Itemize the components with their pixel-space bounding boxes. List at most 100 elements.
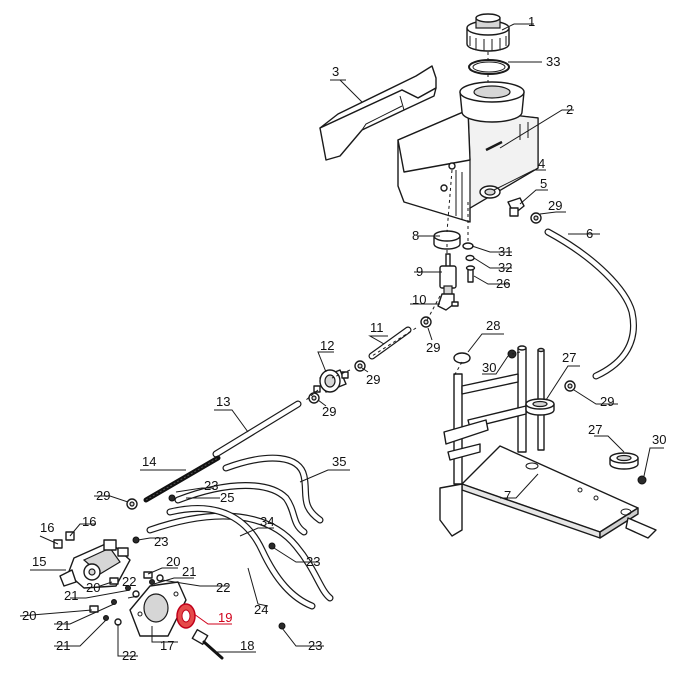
screw-part-26[interactable] [465,265,476,283]
elbow-part-10[interactable] [437,293,459,311]
callout-13[interactable]: 13 [216,394,230,409]
fuel-tap-part-5[interactable] [507,197,525,217]
callout-30-b[interactable]: 30 [652,432,666,447]
callout-20-b[interactable]: 20 [166,554,180,569]
hose-part-24[interactable] [166,504,316,610]
callout-29-c[interactable]: 29 [366,372,380,387]
callout-18[interactable]: 18 [240,638,254,653]
callout-31[interactable]: 31 [498,244,512,259]
callout-22-a[interactable]: 22 [122,574,136,589]
shield-plate-part-3[interactable] [319,65,437,161]
frame-part-7[interactable] [439,345,657,539]
washer-part-32[interactable] [465,254,475,262]
hose-part-34[interactable] [146,512,334,602]
fuel-cap-part-1[interactable] [466,13,510,52]
callout-21-d[interactable]: 21 [56,638,70,653]
fuel-pump-part-12[interactable] [313,369,349,393]
washer-part-21-d[interactable] [103,615,109,621]
callout-25[interactable]: 25 [220,490,234,505]
washer-part-21-b[interactable] [149,579,155,585]
callout-33[interactable]: 33 [546,54,560,69]
callout-21-b[interactable]: 21 [182,564,196,579]
callout-5[interactable]: 5 [540,176,547,191]
nut-part-22-b[interactable] [156,574,164,582]
callout-23-d[interactable]: 23 [308,638,322,653]
pump-assembly-part-15[interactable] [59,539,131,589]
callout-35[interactable]: 35 [332,454,346,469]
fitting-part-23-d[interactable] [278,622,286,630]
callout-9[interactable]: 9 [416,264,423,279]
callout-30-a[interactable]: 30 [482,360,496,375]
nut-part-22-a[interactable] [132,590,140,598]
fuel-hose-part-6[interactable] [544,228,637,380]
callout-19-highlighted[interactable]: 19 [218,610,232,625]
callout-22-b[interactable]: 22 [216,580,230,595]
clamp-part-29-a[interactable] [530,212,542,224]
hose-part-35[interactable] [222,454,324,524]
cap-part-28[interactable] [453,352,471,364]
grommet-part-27-b[interactable] [609,452,639,470]
callout-21-a[interactable]: 21 [64,588,78,603]
diaphragm-plate-part-17[interactable] [129,581,187,637]
callout-15[interactable]: 15 [32,554,46,569]
callout-23-a[interactable]: 23 [204,478,218,493]
callout-1[interactable]: 1 [528,14,535,29]
screw-part-20-a[interactable] [109,577,119,585]
callout-34[interactable]: 34 [260,514,274,529]
callout-8[interactable]: 8 [412,228,419,243]
fuel-filter-part-9[interactable] [439,253,457,297]
callout-7[interactable]: 7 [504,488,511,503]
leader-lines [19,23,664,657]
callout-29-f[interactable]: 29 [96,488,110,503]
callout-29-a[interactable]: 29 [548,198,562,213]
threaded-rod-part-14[interactable] [143,455,221,503]
callout-labels: 1 33 3 2 4 5 29 8 31 32 26 9 6 10 11 28 … [22,14,666,663]
washer-part-21-c[interactable] [111,599,117,605]
callout-21-c[interactable]: 21 [56,618,70,633]
callout-2[interactable]: 2 [566,102,573,117]
screw-part-20-b[interactable] [143,571,153,579]
callout-17[interactable]: 17 [160,638,174,653]
grommet-part-4[interactable] [479,185,501,199]
callout-6[interactable]: 6 [586,226,593,241]
washer-part-31[interactable] [462,242,474,250]
callout-11[interactable]: 11 [370,320,384,335]
callout-24[interactable]: 24 [254,602,268,617]
callout-16-b[interactable]: 16 [82,514,96,529]
callout-32[interactable]: 32 [498,260,512,275]
gear-part-19-highlighted[interactable] [176,603,196,629]
callout-29-e[interactable]: 29 [600,394,614,409]
callout-14[interactable]: 14 [142,454,156,469]
callout-23-c[interactable]: 23 [306,554,320,569]
hose-part-25[interactable] [174,482,308,536]
filter-cap-part-8[interactable] [433,230,461,250]
callout-22-c[interactable]: 22 [122,648,136,663]
gasket-part-33[interactable] [468,59,510,75]
callout-4[interactable]: 4 [538,156,545,171]
callout-26[interactable]: 26 [496,276,510,291]
grommet-part-27-a[interactable] [525,398,555,416]
callout-27-b[interactable]: 27 [588,422,602,437]
fuel-tank-part-2[interactable] [397,81,539,223]
clamp-part-29-e[interactable] [564,380,576,392]
callout-20-c[interactable]: 20 [22,608,36,623]
callout-3[interactable]: 3 [332,64,339,79]
callout-12[interactable]: 12 [320,338,334,353]
callout-20-a[interactable]: 20 [86,580,100,595]
screw-part-20-c[interactable] [89,605,99,613]
callout-10[interactable]: 10 [412,292,426,307]
callout-29-d[interactable]: 29 [322,404,336,419]
fitting-part-23-c[interactable] [268,542,276,550]
bolt-part-30-b[interactable] [637,475,647,485]
callout-16-a[interactable]: 16 [40,520,54,535]
callout-29-b[interactable]: 29 [426,340,440,355]
clamp-part-29-d[interactable] [308,392,320,404]
callout-27-a[interactable]: 27 [562,350,576,365]
tube-part-13[interactable] [212,400,302,458]
clamp-part-29-f[interactable] [126,498,138,510]
clamp-part-29-b[interactable] [420,316,432,328]
callout-23-b[interactable]: 23 [154,534,168,549]
callout-28[interactable]: 28 [486,318,500,333]
fitting-part-23-a[interactable] [168,494,176,502]
sensor-cable-part-18[interactable] [191,628,224,660]
